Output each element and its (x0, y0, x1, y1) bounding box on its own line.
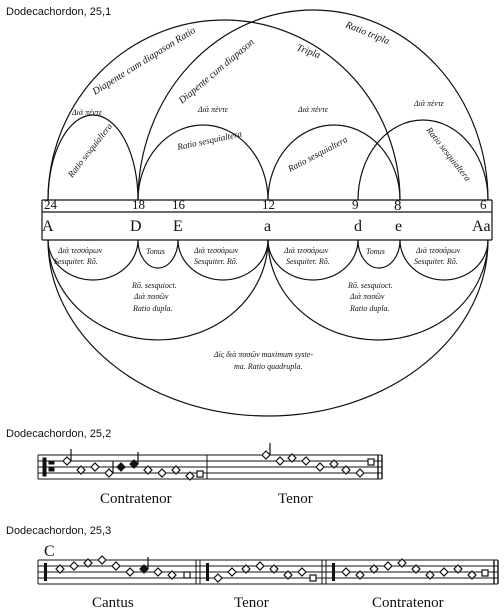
label-bottom-line2: ma. Ratio quadrupla. (234, 362, 302, 371)
number-16: 16 (172, 197, 186, 212)
label-tripla: Tripla (295, 42, 322, 61)
caption-fig1: Dodecachordon, 25,1 (6, 6, 112, 18)
label-dia-pason-1: Διὰ πασῶν (133, 292, 169, 301)
voice-label-contratenor: Contratenor (100, 491, 172, 507)
staff-2-voice-labels: Contratenor Tenor (100, 491, 313, 507)
label-ratio-dupla-2: Ratio dupla. (349, 304, 390, 313)
arc-lower-e-aa (399, 239, 489, 281)
number-24: 24 (44, 197, 58, 212)
arc-upper-a-e2 (267, 124, 401, 201)
arc-lower-a-a (47, 239, 269, 341)
number-8: 8 (394, 198, 402, 214)
letter-a: a (264, 218, 271, 235)
caption-fig3: Dodecachordon, 25,3 (6, 525, 112, 537)
letter-E: E (173, 218, 183, 235)
arc-upper-d-aa (137, 9, 489, 201)
voice-label-tenor: Tenor (278, 491, 313, 507)
voice-label-cantus: Cantus (92, 595, 134, 611)
label-rosesq-1: Rō. sesquioct. (131, 281, 177, 290)
letter-A: A (42, 218, 54, 235)
caption-fig2: Dodecachordon, 25,2 (6, 428, 112, 440)
label-dia-pente-2: Διὰ πέντε (197, 105, 229, 114)
number-9: 9 (352, 197, 359, 212)
arc-lower-e-a (177, 239, 269, 281)
label-sesquiter-3: Sesquiter. Rō. (286, 257, 330, 266)
label-dia-pason-2: Διὰ πασῶν (349, 292, 385, 301)
staff-3-voice-labels: Cantus Tenor Contratenor (92, 595, 444, 611)
arc-lower-a-d (47, 239, 139, 281)
voice-label-contratenor-2: Contratenor (372, 595, 444, 611)
arc-upper-d-aa2 (357, 119, 489, 201)
lower-labels: Διὰ τεσσάρων Sesquiter. Rō. Tonus Διὰ τε… (54, 246, 461, 371)
label-dia-tess-3: Διὰ τεσσάρων (283, 246, 329, 255)
label-tonus-1: Tonus (146, 247, 165, 256)
label-dia-pente-1: Διὰ πέντε (71, 108, 103, 117)
number-12: 12 (262, 197, 275, 212)
label-dia-tess-2: Διὰ τεσσάρων (193, 246, 239, 255)
arc-lower-d-e (137, 239, 179, 269)
label-dia-pente-4: Διὰ πέντε (413, 99, 445, 108)
label-rosesq-2: Rō. sesquioct. (347, 281, 393, 290)
arc-upper-a-e (47, 19, 401, 201)
label-dia-tess-1: Διὰ τεσσάρων (57, 246, 103, 255)
arc-lower-a-aa (267, 239, 489, 341)
letter-D: D (130, 218, 142, 235)
staff-3-notes (55, 555, 489, 583)
label-sesquiter-2: Sesquiter. Rō. (194, 257, 238, 266)
label-ratio-tripla: Ratio tripla (343, 19, 391, 47)
staff-2-clef (42, 457, 55, 477)
staff-2 (37, 454, 383, 480)
label-dia-tess-4: Διὰ τεσσάρων (415, 246, 461, 255)
label-diapente-diapason-ratio: Diapente cum diapason Ratio (90, 25, 198, 98)
number-18: 18 (132, 197, 145, 212)
label-sesq-4: Ratio sesquialtera (424, 124, 473, 183)
label-sesq-2: Ratio sesquialtera (175, 128, 243, 152)
label-sesq-1: Ratio sesquialtera (65, 121, 114, 180)
note-letters: A D E a d e Aa (42, 218, 491, 235)
label-ratio-dupla-1: Ratio dupla. (132, 304, 173, 313)
arc-lower-a-d2 (267, 239, 359, 281)
label-sesquiter-4: Sesquiter. Rō. (414, 257, 458, 266)
harmonic-diagram (41, 9, 493, 417)
arc-lower-d-e2 (357, 239, 401, 269)
ratio-numbers: 24 18 16 12 9 8 6 (44, 197, 487, 214)
label-tonus-2: Tonus (366, 247, 385, 256)
label-sesquiter-1: Sesquiter. Rō. (54, 257, 98, 266)
staff-3-signs: C (44, 543, 335, 581)
arc-upper-a-d (47, 114, 139, 201)
letter-d: d (354, 218, 362, 235)
label-bottom-line1: Δὶς διὰ πασῶν maximum syste- (213, 350, 313, 359)
arc-upper-d-a (137, 124, 269, 201)
label-dia-pente-3: Διὰ πέντε (297, 105, 329, 114)
arc-lower-big (47, 239, 489, 417)
letter-e: e (395, 218, 402, 235)
label-diapente-diapason: Diapente cum diapason (176, 37, 257, 107)
staff-2-notes (62, 443, 375, 481)
mensuration-sign-icon: C (44, 543, 55, 560)
letter-Aa: Aa (472, 218, 491, 235)
voice-label-tenor-2: Tenor (234, 595, 269, 611)
number-6: 6 (480, 197, 487, 212)
